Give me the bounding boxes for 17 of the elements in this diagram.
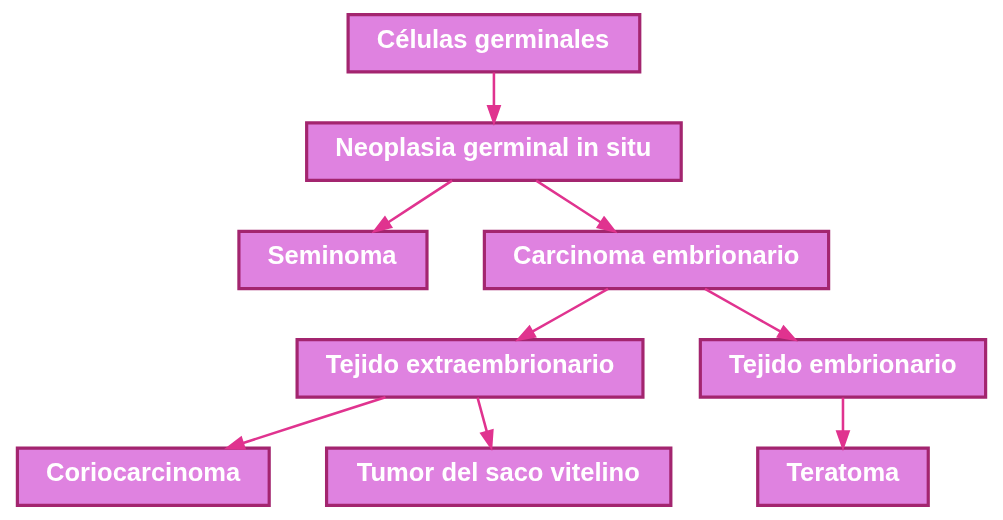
node-box: Seminoma (237, 229, 429, 291)
arrow (486, 72, 502, 127)
node-box: Carcinoma embrionario (482, 229, 831, 291)
node-box: Tejido extraembrionario (295, 338, 645, 399)
node-box: Teratoma (756, 446, 930, 508)
arrow (223, 396, 386, 450)
arrow (514, 287, 609, 342)
arrow (476, 397, 494, 452)
node-box: Neoplasia germinal in situ (305, 121, 683, 182)
node-box: Tumor del saco vitelino (325, 446, 673, 508)
arrow (835, 397, 851, 452)
arrow (704, 287, 799, 342)
node-box: Células germinales (346, 12, 642, 74)
node-box: Tejido embrionario (698, 338, 988, 399)
arrow (371, 179, 453, 234)
arrow (535, 179, 618, 234)
node-box: Coriocarcinoma (15, 446, 271, 508)
